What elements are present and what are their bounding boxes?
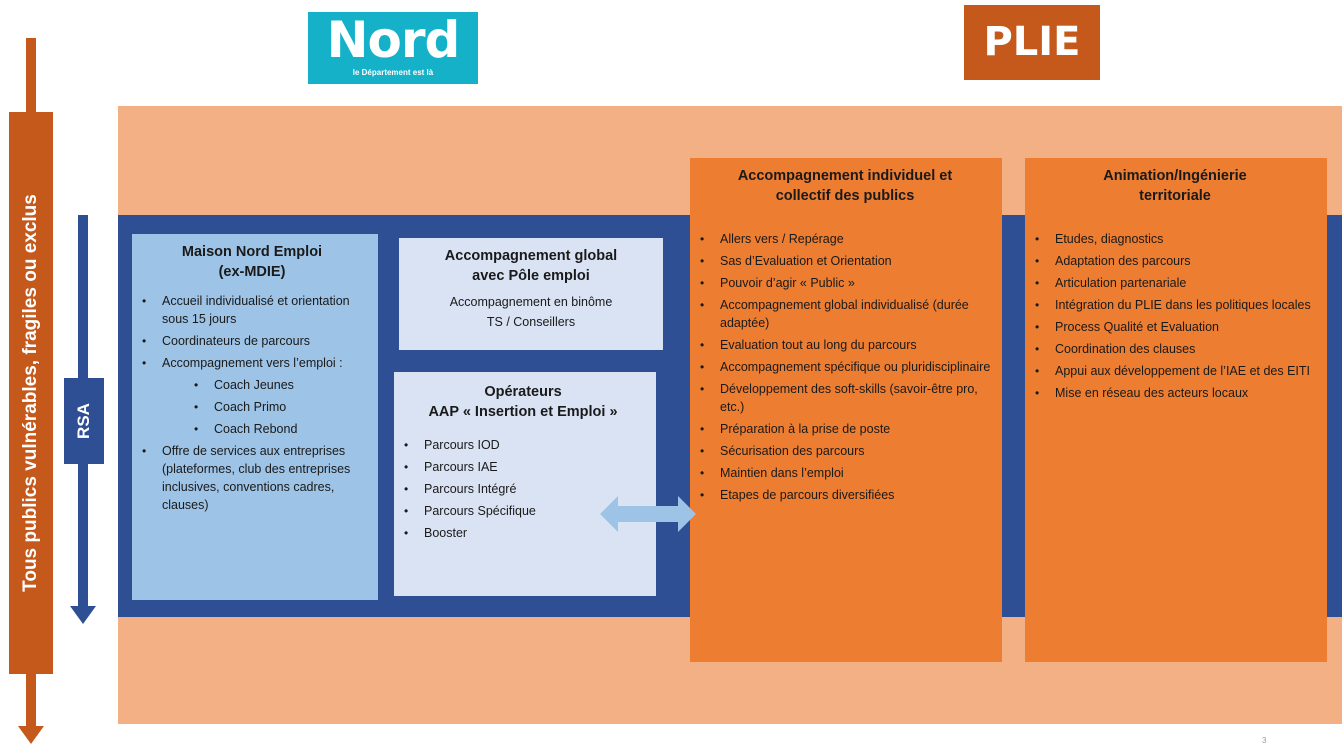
operateurs-box: Opérateurs AAP « Insertion et Emploi » P…: [394, 372, 656, 596]
pe-sub-line2: TS / Conseillers: [486, 315, 576, 329]
list-item: Allers vers / Repérage: [700, 230, 996, 248]
public-arrow-bottom: [26, 674, 36, 730]
mne-title-line2: (ex-MDIE): [218, 264, 286, 280]
rsa-label: RSA: [74, 403, 93, 439]
maison-nord-emploi-title: Maison Nord Emploi (ex-MDIE): [136, 242, 368, 282]
list-item: Appui aux développement de l’IAE et des …: [1035, 362, 1321, 380]
list-item: Coordination des clauses: [1035, 340, 1321, 358]
list-item: Etapes de parcours diversifiées: [700, 486, 996, 504]
nord-logo-text: Nord: [326, 11, 461, 69]
list-item: Sécurisation des parcours: [700, 442, 996, 460]
list-item: Evaluation tout au long du parcours: [700, 336, 996, 354]
list-item: Accompagnement spécifique ou pluridiscip…: [700, 358, 996, 376]
public-arrow-body: [9, 112, 53, 674]
nord-logo-tagline: le Département est là: [352, 68, 434, 77]
list-item: Coordinateurs de parcours: [142, 332, 368, 350]
list-item: Maintien dans l’emploi: [700, 464, 996, 482]
operateurs-title: Opérateurs AAP « Insertion et Emploi »: [398, 382, 648, 422]
list-item: Préparation à la prise de poste: [700, 420, 996, 438]
list-item: Développement des soft-skills (savoir-êt…: [700, 380, 996, 416]
acc-title-line2: collectif des publics: [775, 188, 915, 204]
public-arrow-label-wrap: Tous publics vulnérables, fragiles ou ex…: [9, 112, 53, 674]
public-arrow-head-icon: [18, 726, 44, 744]
accompagnement-box: Accompagnement individuel et collectif d…: [690, 158, 1002, 662]
animation-list: Etudes, diagnostics Adaptation des parco…: [1029, 230, 1321, 402]
mne-list: Accueil individualisé et orientation sou…: [136, 292, 368, 514]
list-item: Pouvoir d’agir « Public »: [700, 274, 996, 292]
list-item: Accompagnement global individualisé (dur…: [700, 296, 996, 332]
anim-title-line2: territoriale: [1139, 188, 1211, 204]
operateurs-list: Parcours IOD Parcours IAE Parcours Intég…: [398, 436, 648, 542]
accompagnement-title: Accompagnement individuel et collectif d…: [694, 166, 996, 206]
list-item: Accompagnement vers l’emploi :: [142, 354, 368, 372]
rsa-arrow-head-icon: [70, 606, 96, 624]
list-item: Accueil individualisé et orientation sou…: [142, 292, 368, 328]
op-title-line2: AAP « Insertion et Emploi »: [428, 404, 618, 420]
acc-title-line1: Accompagnement individuel et: [737, 168, 953, 184]
public-arrow-top: [26, 38, 36, 112]
page-number: 3: [1262, 736, 1267, 745]
list-item-sub: Coach Primo: [194, 398, 368, 416]
pe-sub-line1: Accompagnement en binôme: [449, 295, 613, 309]
anim-title-line1: Animation/Ingénierie: [1103, 168, 1247, 184]
op-title-line1: Opérateurs: [484, 384, 562, 400]
list-item: Parcours Spécifique: [404, 502, 648, 520]
list-item-sub: Coach Rebond: [194, 420, 368, 438]
list-item: Process Qualité et Evaluation: [1035, 318, 1321, 336]
list-item: Adaptation des parcours: [1035, 252, 1321, 270]
list-item: Articulation partenariale: [1035, 274, 1321, 292]
animation-title: Animation/Ingénierie territoriale: [1029, 166, 1321, 206]
pole-emploi-subtitle: Accompagnement en binôme TS / Conseiller…: [403, 292, 659, 332]
plie-logo: PLIE: [964, 5, 1100, 80]
rsa-label-box: RSA: [64, 378, 104, 464]
list-item: Etudes, diagnostics: [1035, 230, 1321, 248]
list-item: Booster: [404, 524, 648, 542]
list-item: Offre de services aux entreprises (plate…: [142, 442, 368, 514]
list-item: Mise en réseau des acteurs locaux: [1035, 384, 1321, 402]
pe-title-line2: avec Pôle emploi: [472, 268, 590, 284]
maison-nord-emploi-box: Maison Nord Emploi (ex-MDIE) Accueil ind…: [132, 234, 378, 600]
mne-title-line1: Maison Nord Emploi: [181, 244, 323, 260]
pe-title-line1: Accompagnement global: [444, 248, 618, 264]
nord-logo: Nord le Département est là: [308, 12, 478, 84]
pole-emploi-box: Accompagnement global avec Pôle emploi A…: [399, 238, 663, 350]
double-arrow-icon: [600, 496, 696, 532]
list-item: Sas d’Evaluation et Orientation: [700, 252, 996, 270]
public-arrow-label: Tous publics vulnérables, fragiles ou ex…: [20, 194, 41, 592]
animation-box: Animation/Ingénierie territoriale Etudes…: [1025, 158, 1327, 662]
pole-emploi-title: Accompagnement global avec Pôle emploi: [403, 246, 659, 286]
accompagnement-list: Allers vers / Repérage Sas d’Evaluation …: [694, 230, 996, 504]
list-item: Parcours IOD: [404, 436, 648, 454]
list-item: Parcours IAE: [404, 458, 648, 476]
list-item: Intégration du PLIE dans les politiques …: [1035, 296, 1321, 314]
list-item-sub: Coach Jeunes: [194, 376, 368, 394]
list-item: Parcours Intégré: [404, 480, 648, 498]
